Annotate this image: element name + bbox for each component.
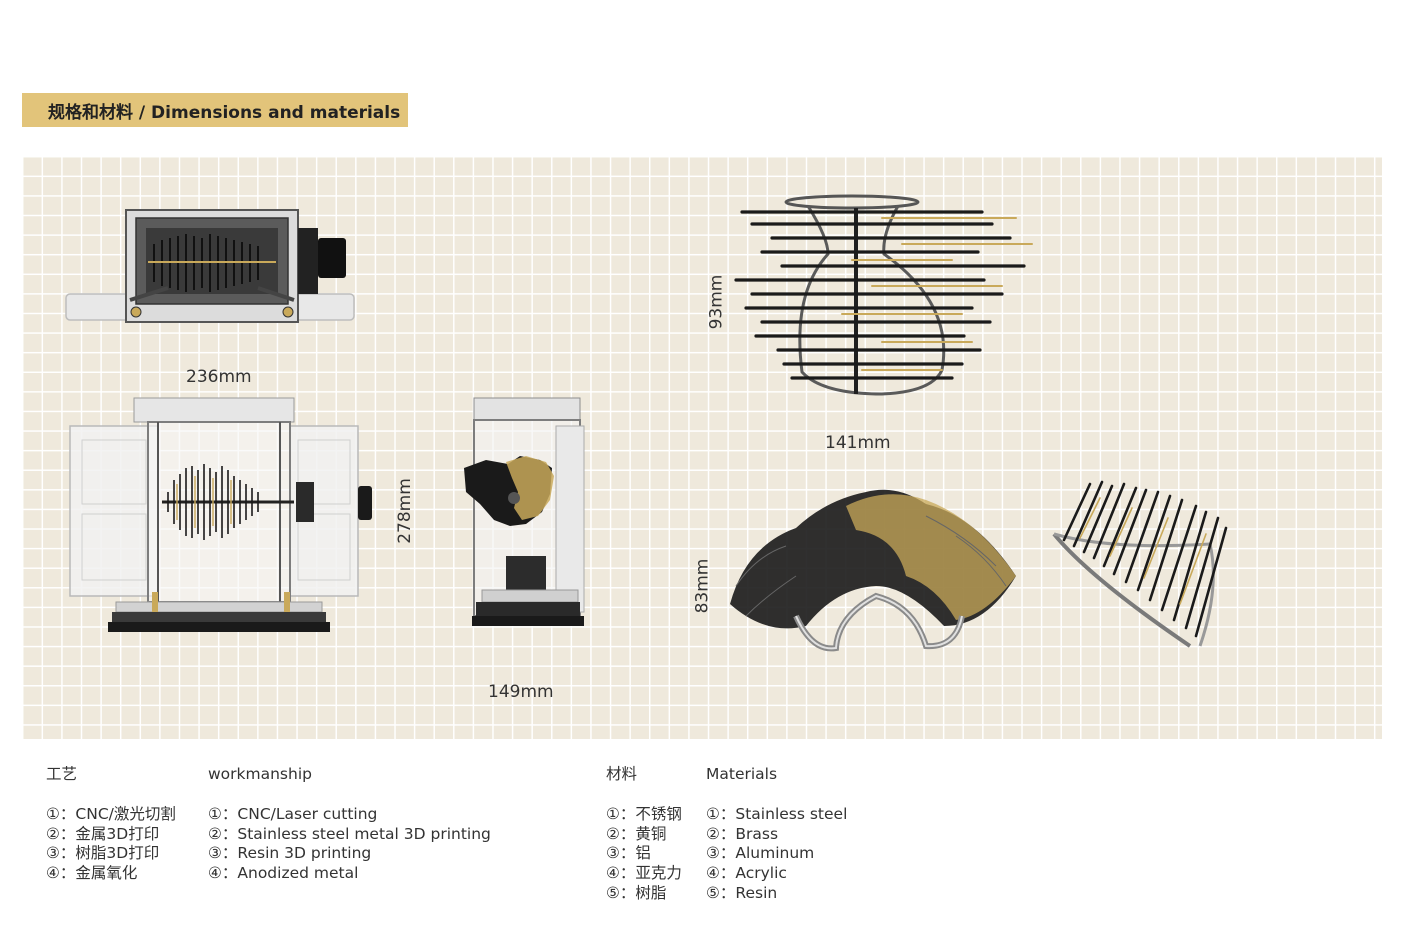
materials-cn-item: ②：黄铜 [606, 824, 667, 843]
workmanship-cn-item: ③：树脂3D打印 [46, 844, 160, 863]
dimension-comb-width-label: 141mm [825, 433, 891, 453]
section-title-bar: 规格和材料 / Dimensions and materials [22, 93, 408, 127]
workmanship-en-item: ②：Stainless steel metal 3D printing [208, 824, 491, 843]
materials-en-heading: Materials [706, 765, 778, 783]
materials-en-item: ③：Aluminum [706, 844, 815, 863]
materials-cn-item: ③：铝 [606, 844, 651, 863]
workmanship-en-item: ③：Resin 3D printing [208, 844, 372, 863]
workmanship-cn-item: ②：金属3D打印 [46, 824, 160, 843]
materials-en-item: ⑤：Resin [706, 883, 778, 902]
side-view-box-image [464, 397, 585, 626]
materials-en-column: Materials ①：Stainless steel ②：Brass ③：Al… [706, 765, 847, 904]
hair-comb-front-image [734, 194, 1033, 396]
materials-cn-heading: 材料 [606, 765, 638, 783]
materials-cn-item: ④：亚克力 [606, 864, 682, 883]
materials-cn-item: ①：不锈钢 [606, 804, 682, 823]
section-title: 规格和材料 / Dimensions and materials [48, 102, 401, 123]
top-view-box-image [65, 209, 355, 323]
cuff-bracelet-image [730, 489, 1016, 652]
workmanship-en-item: ④：Anodized metal [208, 864, 359, 883]
workmanship-en-column: workmanship ①：CNC/Laser cutting ②：Stainl… [208, 765, 491, 884]
product-grid-panel: 236mm 27 [22, 156, 1382, 739]
workmanship-cn-item: ④：金属氧化 [46, 864, 138, 883]
dimension-cuff-height-label: 83mm [692, 558, 713, 614]
materials-en-item: ①：Stainless steel [706, 804, 848, 823]
workmanship-cn-heading: 工艺 [46, 765, 78, 783]
workmanship-en-heading: workmanship [208, 765, 312, 783]
hair-comb-side-image [1052, 480, 1228, 648]
dimension-comb-height-label: 93mm [706, 274, 727, 330]
materials-en-item: ④：Acrylic [706, 864, 787, 883]
materials-cn-item: ⑤：树脂 [606, 883, 667, 902]
workmanship-en-item: ①：CNC/Laser cutting [208, 804, 378, 823]
dimension-width-label: 236mm [186, 367, 252, 387]
workmanship-cn-item: ①：CNC/激光切割 [46, 804, 176, 823]
materials-en-item: ②：Brass [706, 824, 779, 843]
materials-cn-column: 材料 ①：不锈钢 ②：黄铜 ③：铝 ④：亚克力 ⑤：树脂 [606, 765, 682, 904]
front-view-box-image [69, 397, 372, 632]
dimension-depth-label: 149mm [488, 682, 554, 702]
workmanship-cn-column: 工艺 ①：CNC/激光切割 ②：金属3D打印 ③：树脂3D打印 ④：金属氧化 [46, 765, 176, 884]
dimension-height-label: 278mm [394, 478, 415, 544]
